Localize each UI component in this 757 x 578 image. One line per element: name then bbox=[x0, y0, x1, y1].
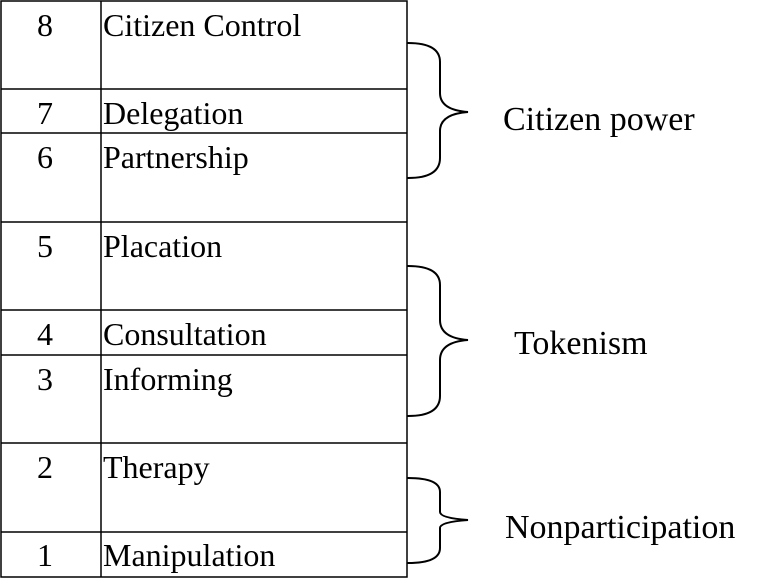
rung-label: Consultation bbox=[103, 316, 267, 352]
rung-label: Informing bbox=[103, 361, 233, 397]
rung-label: Therapy bbox=[103, 449, 210, 485]
rung-number: 6 bbox=[37, 139, 53, 175]
rung-number: 2 bbox=[37, 449, 53, 485]
ladder-table bbox=[0, 0, 408, 578]
brace-nonparticipation bbox=[407, 477, 469, 564]
group-label-tokenism: Tokenism bbox=[514, 325, 648, 362]
rung-label: Citizen Control bbox=[103, 7, 302, 43]
group-label-citizen-power: Citizen power bbox=[503, 101, 695, 138]
rung-number: 7 bbox=[37, 95, 53, 131]
group-braces bbox=[407, 42, 469, 564]
rung-label: Placation bbox=[103, 228, 223, 264]
brace-tokenism bbox=[407, 265, 469, 417]
rung-number: 1 bbox=[37, 537, 53, 573]
rung-label: Partnership bbox=[103, 139, 249, 175]
rung-label: Delegation bbox=[103, 95, 244, 131]
rung-number: 8 bbox=[37, 7, 53, 43]
rung-number: 4 bbox=[37, 316, 53, 352]
table-border bbox=[0, 0, 408, 578]
rung-number: 3 bbox=[37, 361, 53, 397]
group-label-nonparticipation: Nonparticipation bbox=[505, 509, 736, 546]
rung-label: Manipulation bbox=[103, 537, 276, 573]
rung-number: 5 bbox=[37, 228, 53, 264]
brace-citizen-power bbox=[407, 42, 469, 179]
